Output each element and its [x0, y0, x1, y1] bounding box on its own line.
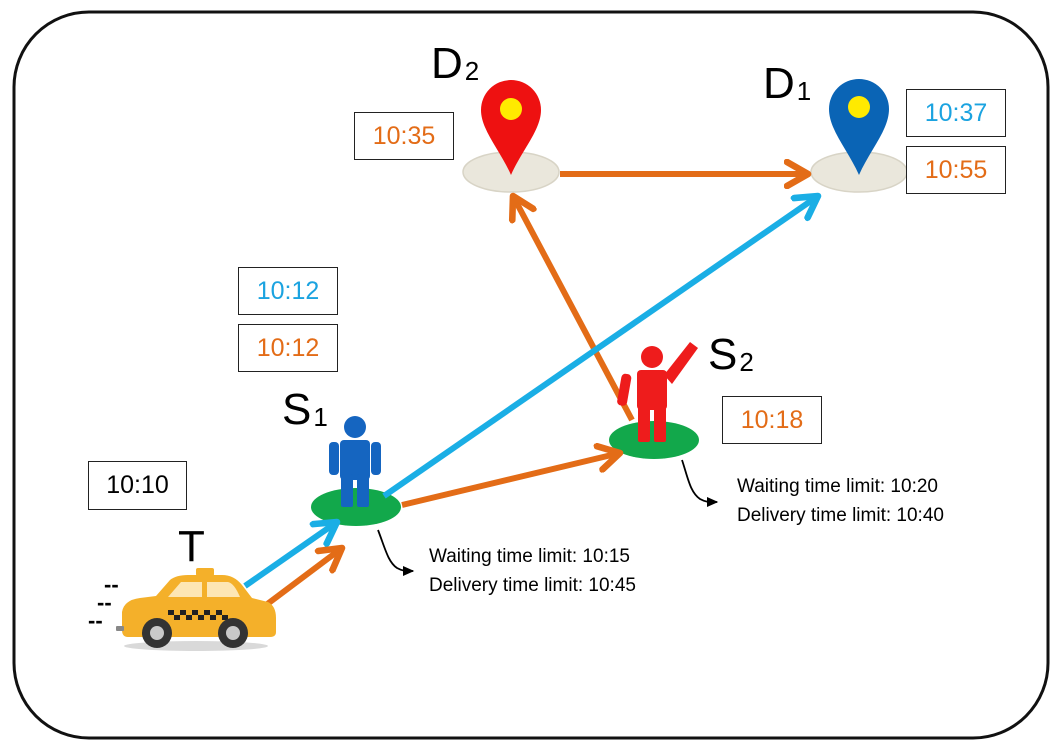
destination2-label: D2: [431, 42, 479, 86]
route-orange-taxi-to-s1: [260, 548, 342, 611]
passenger2-label: S2: [708, 333, 754, 377]
destination1-label-letter: D: [763, 59, 795, 108]
taxi-icon: [116, 568, 276, 651]
passenger1-waiting-limit: Waiting time limit: 10:15: [429, 546, 630, 567]
passenger1-time-orange: 10:12: [238, 324, 338, 372]
speed-mark: --: [88, 608, 103, 633]
passenger2-label-subscript: 2: [739, 347, 754, 377]
passenger1-time-blue: 10:12: [238, 267, 338, 315]
pickup-disk-s1: [311, 488, 401, 526]
taxi-label: T: [178, 522, 205, 571]
map-pin-icon: [829, 79, 889, 175]
route-blue-taxi-to-s1: [243, 522, 337, 589]
passenger1-label: S1: [282, 388, 328, 432]
passenger1-limits: Waiting time limit: 10:15 Delivery time …: [429, 542, 636, 600]
s1-limit-connector: [377, 529, 415, 577]
passenger2-label-letter: S: [708, 330, 738, 379]
passenger1-label-subscript: 1: [313, 402, 328, 432]
person-waving-icon: [617, 342, 698, 442]
passenger2-limits: Waiting time limit: 10:20 Delivery time …: [737, 472, 944, 530]
destination1-label: D1: [763, 62, 811, 106]
destination2-label-letter: D: [431, 39, 463, 88]
speed-mark: --: [104, 572, 119, 597]
passenger2-waiting-limit: Waiting time limit: 10:20: [737, 476, 938, 497]
destination1-label-subscript: 1: [796, 76, 812, 106]
passenger1-delivery-limit: Delivery time limit: 10:45: [429, 575, 636, 596]
diagram-frame: [12, 10, 1050, 740]
destination2-label-subscript: 2: [464, 56, 480, 86]
taxi-time-box: 10:10: [88, 461, 187, 510]
map-pin-icon: [481, 80, 541, 175]
destination2-time-orange: 10:35: [354, 112, 454, 160]
passenger2-delivery-limit: Delivery time limit: 10:40: [737, 505, 944, 526]
person-icon: [329, 416, 381, 507]
route-blue-s1-to-d1: [382, 196, 818, 499]
destination1-time-blue: 10:37: [906, 89, 1006, 137]
route-orange-s2-to-d2: [513, 196, 635, 422]
passenger1-label-letter: S: [282, 385, 312, 434]
passenger2-time-orange: 10:18: [722, 396, 822, 444]
speed-mark: --: [97, 590, 112, 615]
route-orange-s1-to-s2: [401, 453, 620, 508]
destination1-time-orange: 10:55: [906, 146, 1006, 194]
s2-limit-connector: [681, 459, 719, 508]
